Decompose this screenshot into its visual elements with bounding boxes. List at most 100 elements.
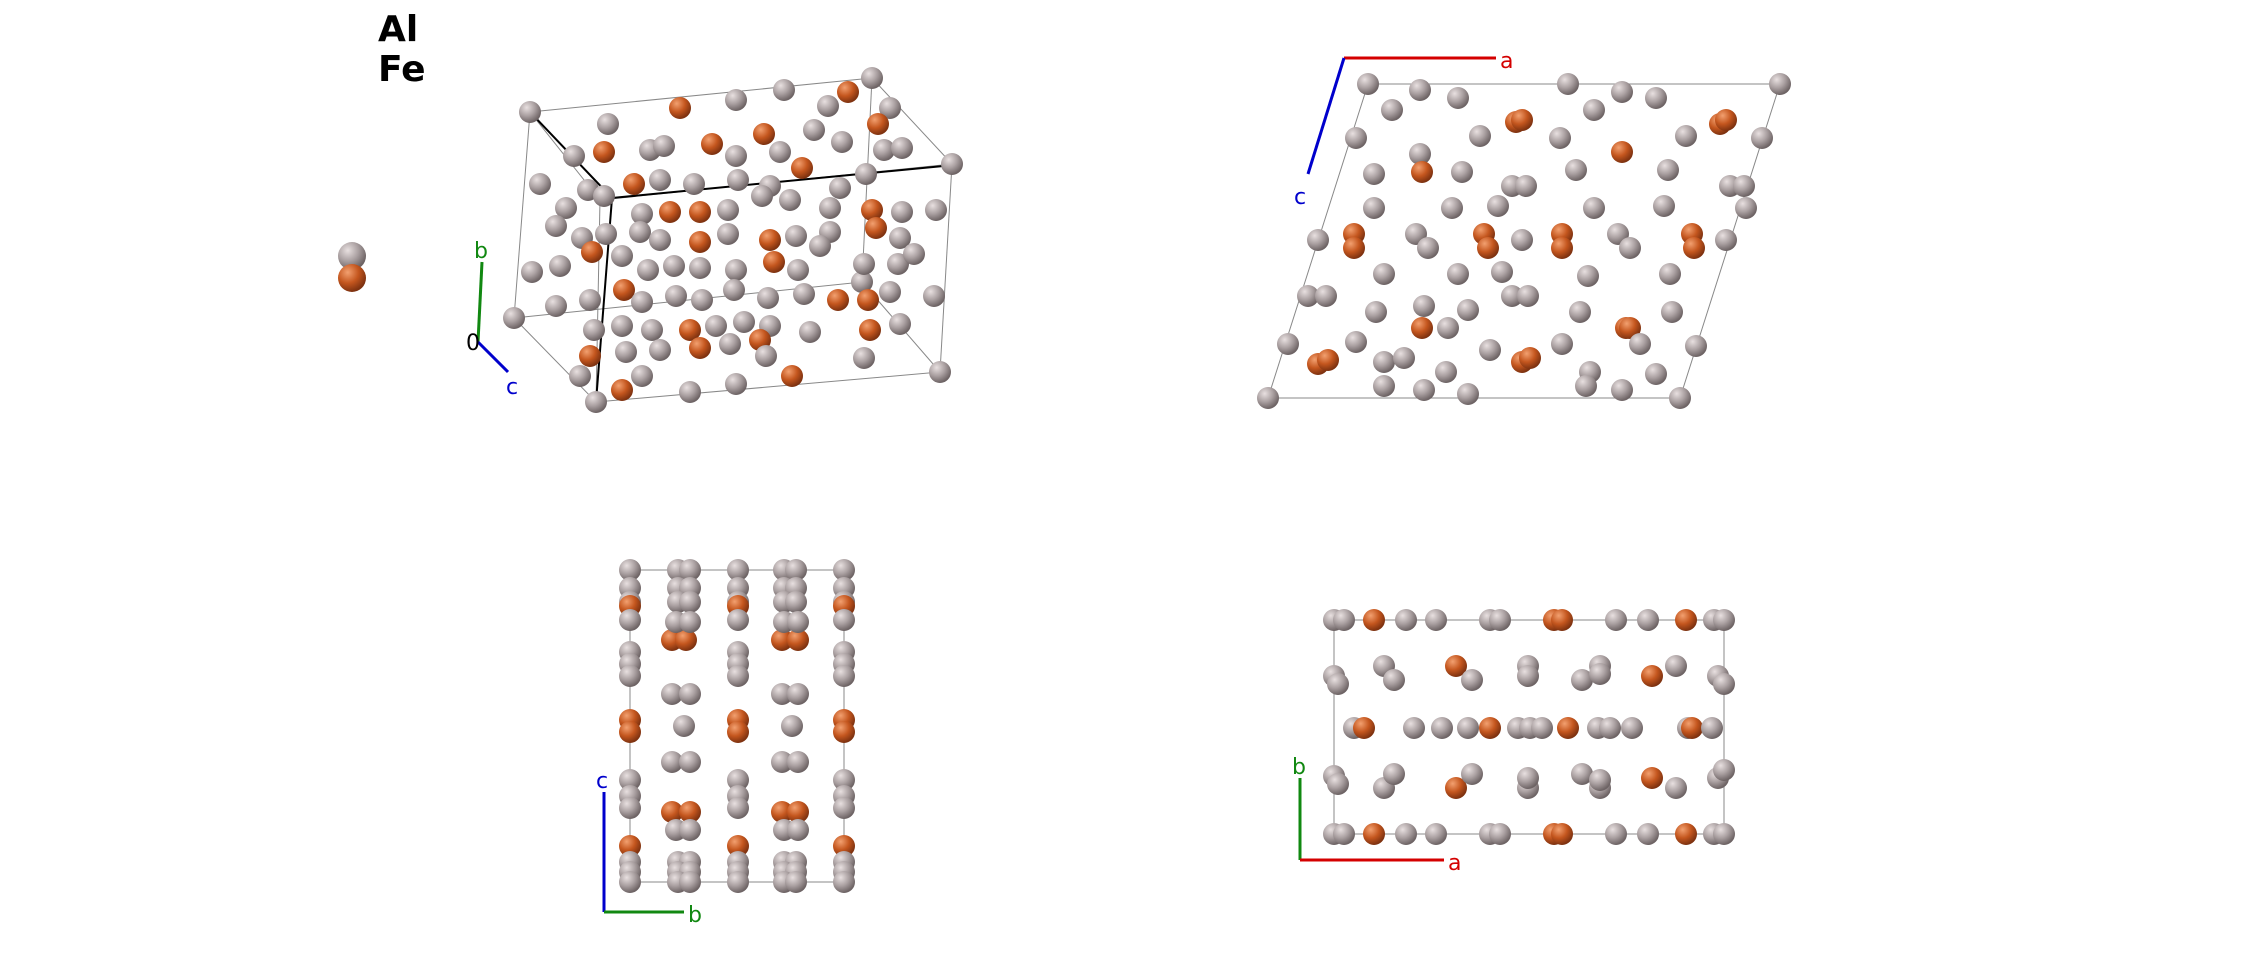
atom-al [1589,769,1611,791]
atom-fe [1683,237,1705,259]
atom-al [819,197,841,219]
axis-triad-view-a: c b [596,769,702,928]
atom-fe [689,337,711,359]
atom-al [1645,363,1667,385]
atom-al [727,609,749,631]
atom-al [1409,79,1431,101]
atom-fe [833,721,855,743]
axis-origin-label: 0 [466,331,480,356]
edge-atoms [338,242,366,292]
atom-al [1665,655,1687,677]
atom-al [733,311,755,333]
atom-al [787,611,809,633]
atom-fe [611,379,633,401]
atom-fe [679,801,701,823]
atom-al [1517,665,1539,687]
atom-al [679,591,701,613]
atom-al [833,559,855,581]
atom-fe [791,157,813,179]
atom-fe [675,629,697,651]
atom-al [1645,87,1667,109]
atom-fe [759,229,781,251]
atom-al [755,345,777,367]
legend-fe: Fe [378,49,426,90]
atom-fe [579,345,601,367]
atom-al [1451,161,1473,183]
atom-al [619,871,641,893]
atom-al [583,319,605,341]
axis-triad-view-c: b a [1292,755,1461,876]
atom-fe [1619,317,1641,339]
atom-al [1381,99,1403,121]
atom-al [787,683,809,705]
atom-al [785,591,807,613]
atom-al [833,797,855,819]
atom-fe [781,365,803,387]
atom-al [1583,99,1605,121]
atom-al [1307,229,1329,251]
atom-al [1669,387,1691,409]
atom-fe [1353,717,1375,739]
atom-fe [1343,237,1365,259]
atom-al [1383,669,1405,691]
atom-al [585,391,607,413]
atom-al [1333,609,1355,631]
axis-a-label: a [1448,851,1461,876]
atom-al [1629,333,1651,355]
atom-al [769,141,791,163]
atom-fe [787,629,809,651]
atom-al [727,797,749,819]
atom-al-edge [338,242,366,270]
atom-al [1515,175,1537,197]
atom-al [1395,823,1417,845]
atom-fe [1363,823,1385,845]
view-along-c: b a [1292,609,1735,876]
atom-al [661,751,683,773]
atom-fe [1557,717,1579,739]
atom-al [929,361,951,383]
atom-al [1345,331,1367,353]
atom-al [1363,197,1385,219]
axis-b-label: b [688,903,702,928]
atom-al [1583,197,1605,219]
atom-fe [1519,347,1541,369]
atom-al [1469,125,1491,147]
atom-al [717,199,739,221]
atom-al [1735,197,1757,219]
atom-al [679,751,701,773]
atom-al [1447,87,1469,109]
atom-al [727,871,749,893]
legend-al: Al [378,9,419,50]
atom-al [1733,175,1755,197]
atom-al [1431,717,1453,739]
atom-fe [1317,349,1339,371]
atom-al [1637,823,1659,845]
atom-al [637,259,659,281]
atom-al [853,347,875,369]
atom-al [649,229,671,251]
atom-al [817,95,839,117]
atom-al [1413,379,1435,401]
atom-al [679,381,701,403]
atom-al [773,79,795,101]
atom-al [579,289,601,311]
atom-fe [1363,609,1385,631]
atom-al [725,373,747,395]
atom-al [787,259,809,281]
atom-fe [1477,237,1499,259]
atom-fe [661,801,683,823]
atom-al [611,245,633,267]
axis-b-label: b [1292,755,1306,780]
atom-al [1403,717,1425,739]
axis-c-label: c [596,769,608,794]
atom-al [1435,361,1457,383]
atom-al [1605,823,1627,845]
atom-al [903,243,925,265]
atom-al [771,751,793,773]
atom-al [1557,73,1579,95]
atom-fe [701,133,723,155]
atom-al [705,315,727,337]
atom-al [1345,127,1367,149]
atom-al [1715,229,1737,251]
atom-fe [659,201,681,223]
